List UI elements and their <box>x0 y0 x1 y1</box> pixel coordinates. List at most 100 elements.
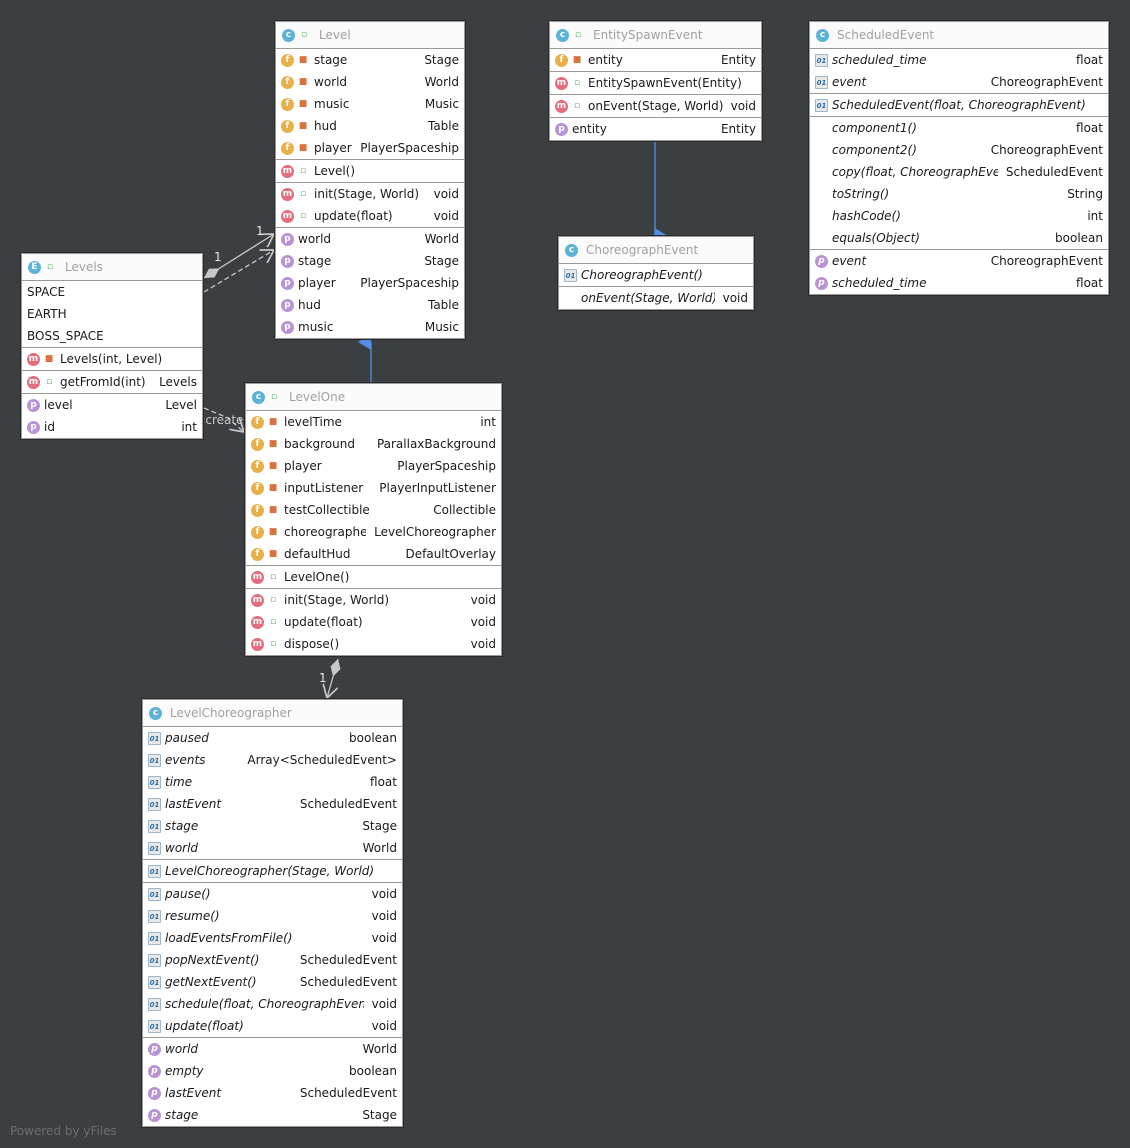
private-lock-icon: ■ <box>298 77 308 87</box>
member-type: PlayerSpaceship <box>397 459 496 473</box>
class-icon: c <box>252 390 265 404</box>
member-name: update(float) <box>165 1019 244 1033</box>
composition-edge-levelone-choreographer <box>327 658 338 698</box>
member-name: hashCode() <box>832 209 901 223</box>
class-icon: c <box>282 28 295 42</box>
member-row[interactable]: m■Levels(int, Level) <box>22 348 202 370</box>
member-row[interactable]: EARTH <box>22 303 202 325</box>
member-row[interactable]: hashCode()int <box>810 205 1108 227</box>
member-name: getNextEvent() <box>165 975 257 989</box>
member-row[interactable]: m▫dispose()void <box>246 633 501 655</box>
member-row[interactable]: m▫EntitySpawnEvent(Entity) <box>550 72 761 94</box>
member-name: entity <box>572 122 607 136</box>
field-icon: f <box>251 415 264 429</box>
association-edge-levels-level <box>203 234 274 279</box>
member-row[interactable]: SPACE <box>22 281 202 303</box>
member-name: level <box>44 398 73 412</box>
public-icon: ▫ <box>270 392 278 402</box>
static-member-icon: 01 <box>564 268 577 282</box>
enum-icon: E <box>28 260 41 274</box>
member-row[interactable]: equals(Object)boolean <box>810 227 1108 249</box>
field-icon: f <box>251 547 264 561</box>
member-row[interactable]: m▫init(Stage, World)void <box>246 589 501 611</box>
member-row[interactable]: component1()float <box>810 117 1108 139</box>
member-row[interactable]: m▫Level() <box>276 160 464 182</box>
member-row[interactable]: m▫update(float)void <box>276 205 464 227</box>
member-type: ChoreographEvent <box>990 254 1103 268</box>
member-row[interactable]: m▫update(float)void <box>246 611 501 633</box>
member-row[interactable]: copy(float, ChoreographEvent)ScheduledEv… <box>810 161 1108 183</box>
member-name: events <box>165 753 206 767</box>
member-row[interactable]: m▫onEvent(Stage, World)void <box>550 95 761 117</box>
member-name: inputListener <box>284 481 364 495</box>
class-header: c ChoreographEvent <box>559 237 753 264</box>
member-type: Level <box>165 398 197 412</box>
member-row[interactable]: m▫getFromId(int)Levels <box>22 371 202 393</box>
member-name: component1() <box>832 121 917 135</box>
member-row[interactable]: BOSS_SPACE <box>22 325 202 347</box>
member-name: world <box>165 841 199 855</box>
member-name: component2() <box>832 143 917 157</box>
static-member-icon: 01 <box>148 975 161 989</box>
member-row[interactable]: m▫LevelOne() <box>246 566 501 588</box>
member-row[interactable]: m▫init(Stage, World)void <box>276 183 464 205</box>
member-row[interactable]: component2()ChoreographEvent <box>810 139 1108 161</box>
private-lock-icon: ■ <box>298 99 308 109</box>
member-type: Stage <box>362 1108 397 1122</box>
member-row[interactable]: toString()String <box>810 183 1108 205</box>
member-row[interactable]: onEvent(Stage, World)void <box>559 287 753 309</box>
